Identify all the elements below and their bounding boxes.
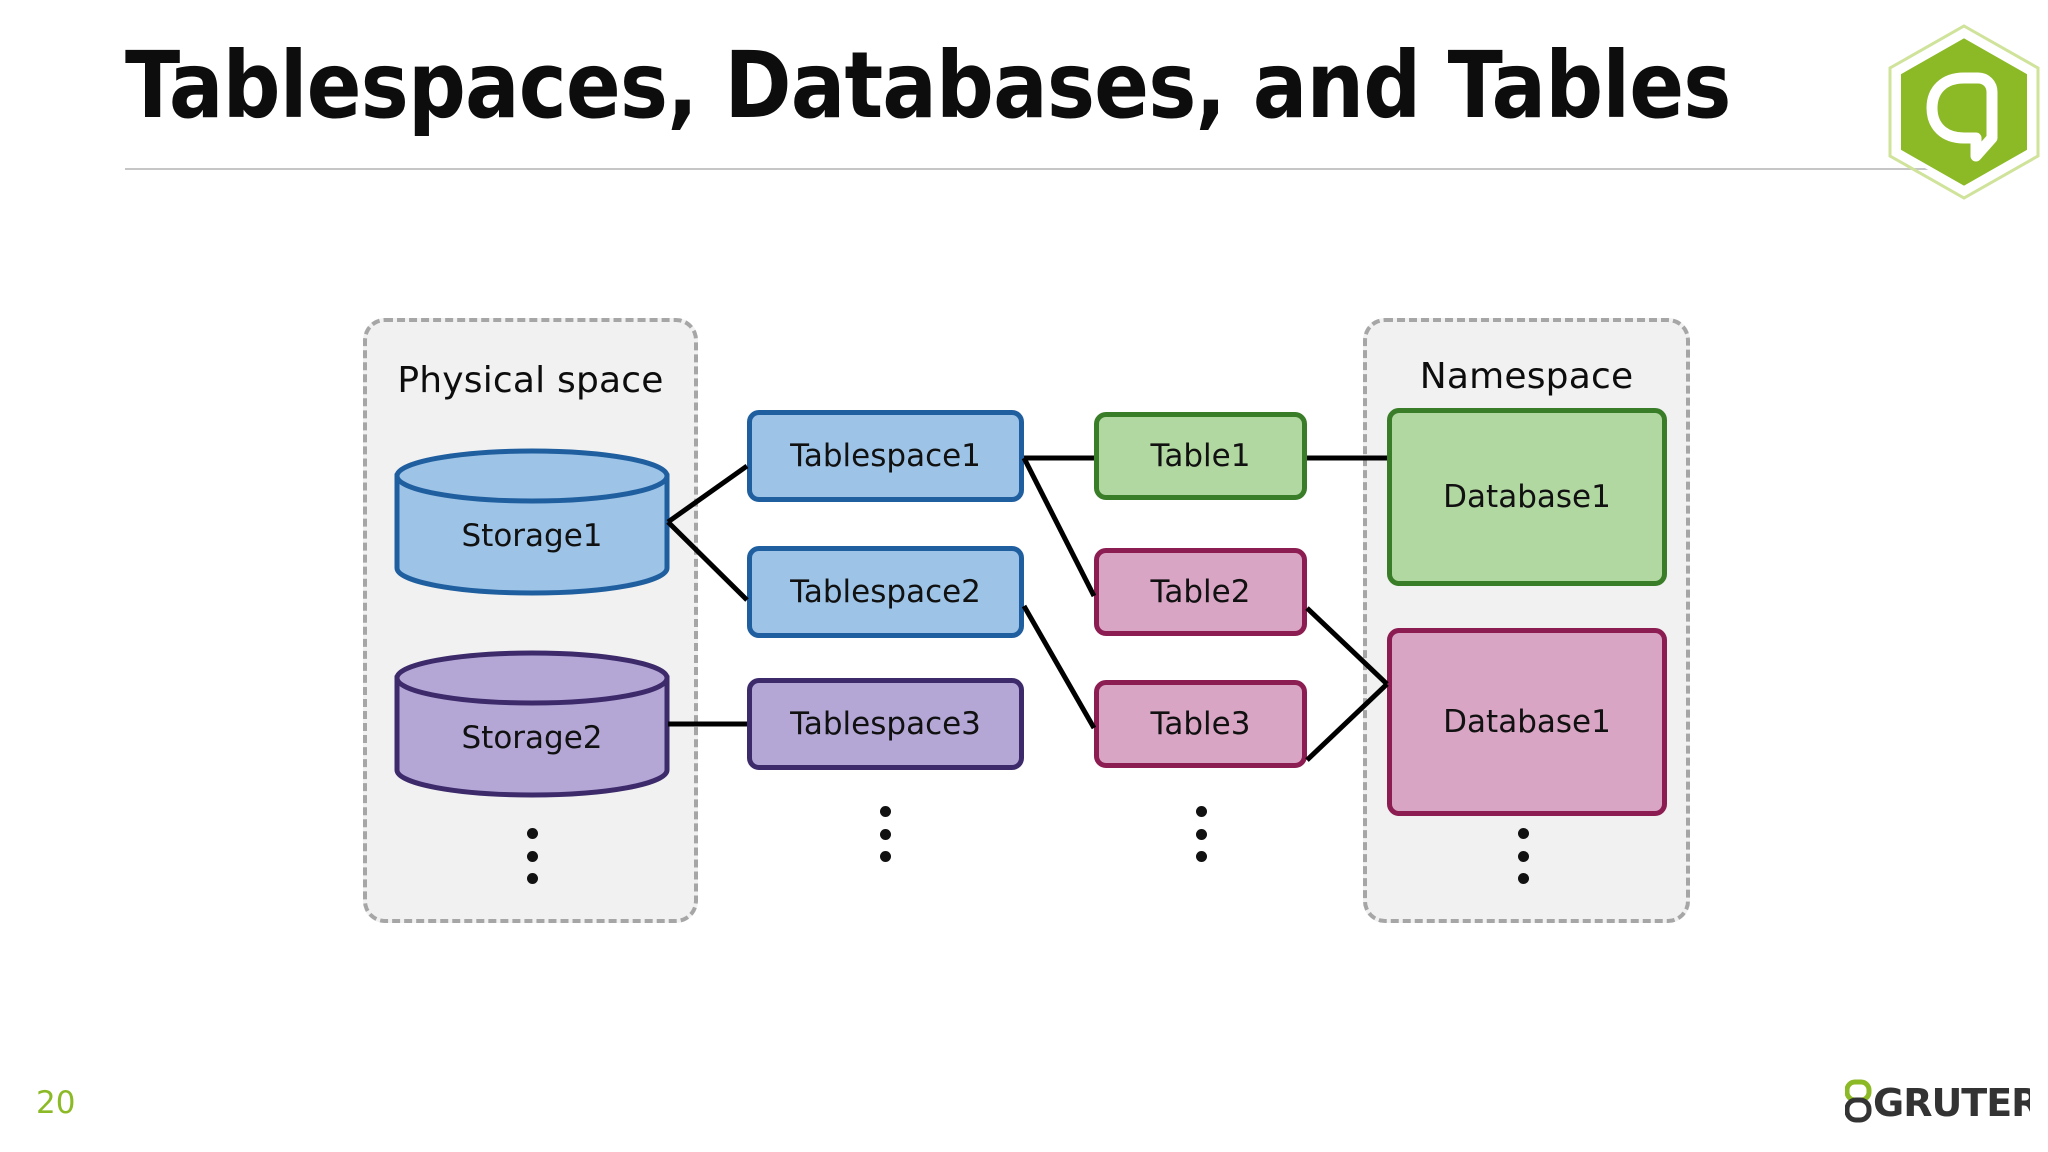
tajo-hexagon-logo: [1880, 22, 2048, 202]
group-physical-space-label: Physical space: [397, 360, 664, 401]
database1-pink-node[interactable]: Database1: [1387, 628, 1667, 816]
table2-node[interactable]: Table2: [1094, 548, 1307, 636]
tablespace1-node[interactable]: Tablespace1: [747, 410, 1024, 502]
title-divider: [125, 168, 1933, 170]
storage2-cylinder[interactable]: [392, 650, 672, 798]
table-ellipsis-icon: [1196, 806, 1207, 862]
tablespace2-node[interactable]: Tablespace2: [747, 546, 1024, 638]
tablespace-ellipsis-icon: [880, 806, 891, 862]
edge-tablespace1-table2: [1021, 456, 1097, 598]
gruter-logo: GRUTER: [1844, 1078, 2041, 1125]
storage-ellipsis-icon: [527, 828, 538, 884]
group-namespace-label: Namespace: [1419, 356, 1634, 397]
storage1-label: Storage1: [461, 518, 603, 554]
edge-tablespace2-table3: [1021, 604, 1097, 730]
tablespace3-node[interactable]: Tablespace3: [747, 678, 1024, 770]
page-title: Tablespaces, Databases, and Tables: [125, 32, 1731, 139]
group-physical-space: [363, 318, 698, 923]
database1-green-node[interactable]: Database1: [1387, 408, 1667, 586]
page-number: 20: [36, 1085, 76, 1121]
storage2-label: Storage2: [461, 720, 603, 756]
database-ellipsis-icon: [1518, 828, 1529, 884]
table3-node[interactable]: Table3: [1094, 680, 1307, 768]
table1-node[interactable]: Table1: [1094, 412, 1307, 500]
svg-text:GRUTER: GRUTER: [1873, 1081, 2030, 1124]
